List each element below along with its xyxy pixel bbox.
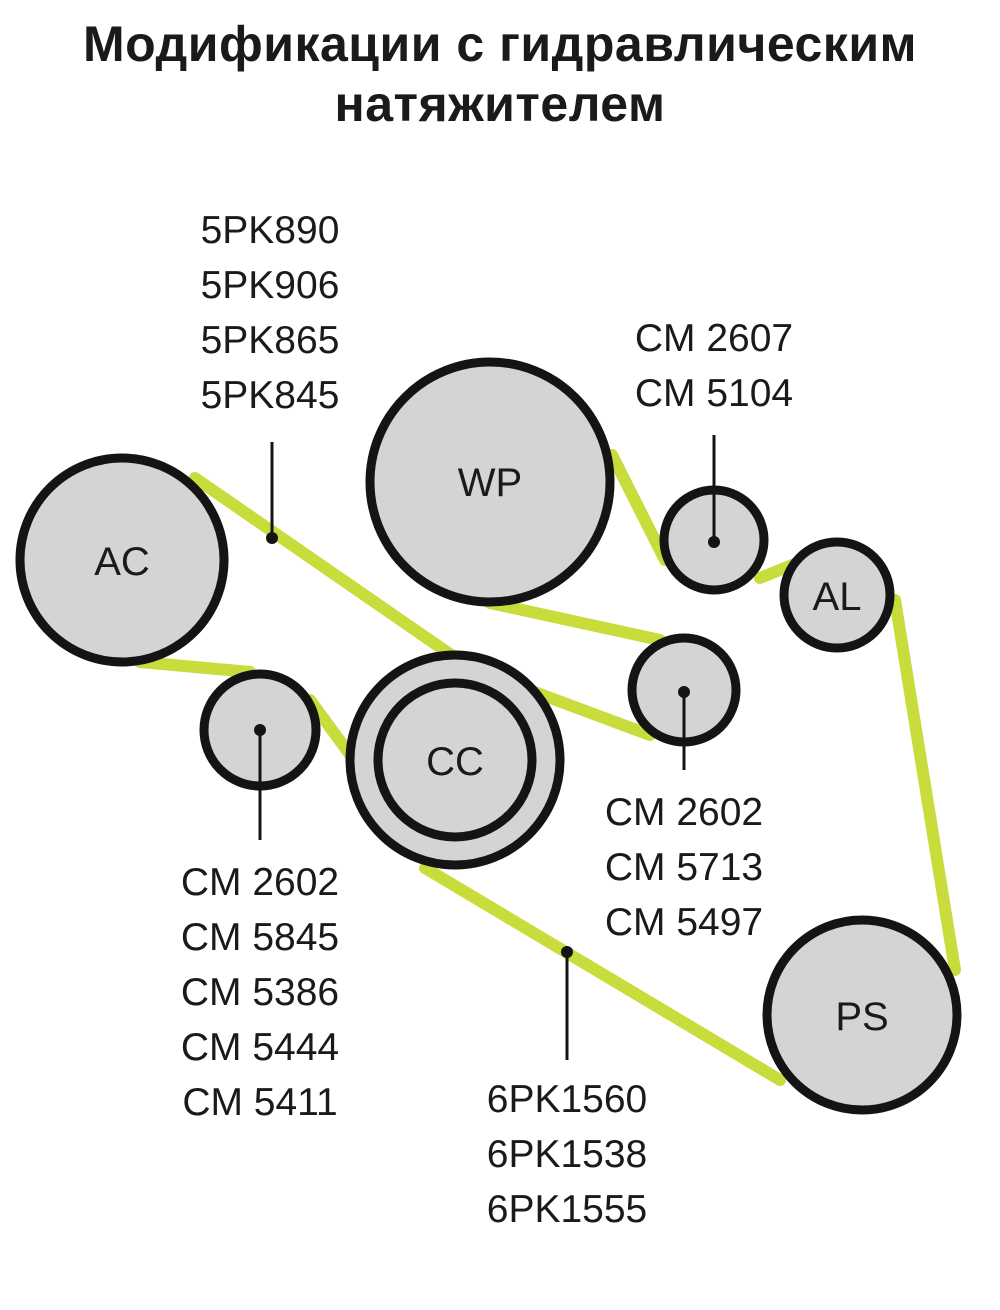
pulley-wp: WP — [365, 357, 615, 607]
belt-6pk-segment-wp-idler-mid — [484, 597, 666, 646]
leader-idler-top — [708, 435, 720, 548]
part-number: 5PK890 — [200, 209, 340, 252]
part-number: CM 5411 — [182, 1081, 338, 1124]
pulley-al: AL — [779, 537, 895, 653]
belt-6pk — [134, 449, 961, 1086]
part-number: CM 2607 — [634, 317, 794, 360]
part-number: CM 2602 — [604, 791, 764, 834]
belt-6pk-segment-wp-idler-top — [606, 449, 671, 566]
part-number: CM 5497 — [604, 901, 764, 944]
pulley-wp-label: WP — [458, 461, 522, 505]
leader-idler-mid — [678, 686, 690, 770]
pulley-ps: PS — [762, 915, 962, 1115]
pulley-cc-label: CC — [426, 740, 484, 784]
part-number: CM 5845 — [180, 916, 340, 959]
part-number: 6PK1538 — [486, 1133, 648, 1176]
pulley-ps-label: PS — [835, 995, 888, 1039]
belt-5pk-part-numbers: 5PK890 5PK906 5PK865 5PK845 — [170, 203, 370, 423]
part-number: 5PK865 — [200, 319, 340, 362]
diagram-title: Модификации с гидравлическим натяжителем — [0, 14, 1000, 134]
belt-5pk-segment-ac-cc — [189, 472, 476, 674]
belt-6pk-segment-al-ps — [889, 594, 961, 976]
belt-6pk-segment-idler-left-ac — [134, 656, 256, 678]
belt-6pk-segment-idler-top-al — [754, 559, 798, 584]
leader-idler-left — [254, 724, 266, 840]
title-line-1: Модификации с гидравлическим — [82, 16, 918, 72]
part-number: CM 5444 — [180, 1026, 340, 1069]
pulley-al-label: AL — [813, 575, 862, 619]
part-number: CM 2602 — [180, 861, 340, 904]
belt-6pk-segment-ps-cc — [419, 862, 786, 1086]
part-number: CM 5104 — [634, 372, 794, 415]
leader-belt-6pk — [561, 946, 573, 1060]
part-number: 6PK1560 — [486, 1078, 648, 1121]
idler-left-part-numbers: CM 2602 CM 5845 CM 5386 CM 5444 CM 5411 — [150, 855, 370, 1130]
leader-belt-5pk — [266, 442, 278, 544]
idler-top-part-numbers: CM 2607 CM 5104 — [604, 311, 824, 421]
pulley-cc: CC — [345, 650, 565, 870]
part-number: CM 5713 — [604, 846, 764, 889]
idler-mid-part-numbers: CM 2602 CM 5713 CM 5497 — [574, 785, 794, 950]
part-number: 5PK906 — [200, 264, 340, 307]
part-number: 6PK1555 — [486, 1188, 648, 1231]
belt-6pk-part-numbers: 6PK1560 6PK1538 6PK1555 — [462, 1072, 672, 1237]
title-line-2: натяжителем — [334, 76, 666, 132]
part-number: 5PK845 — [200, 374, 340, 417]
pulley-ac: AC — [15, 453, 229, 667]
pulley-ac-label: AC — [94, 540, 150, 584]
part-number: CM 5386 — [180, 971, 340, 1014]
